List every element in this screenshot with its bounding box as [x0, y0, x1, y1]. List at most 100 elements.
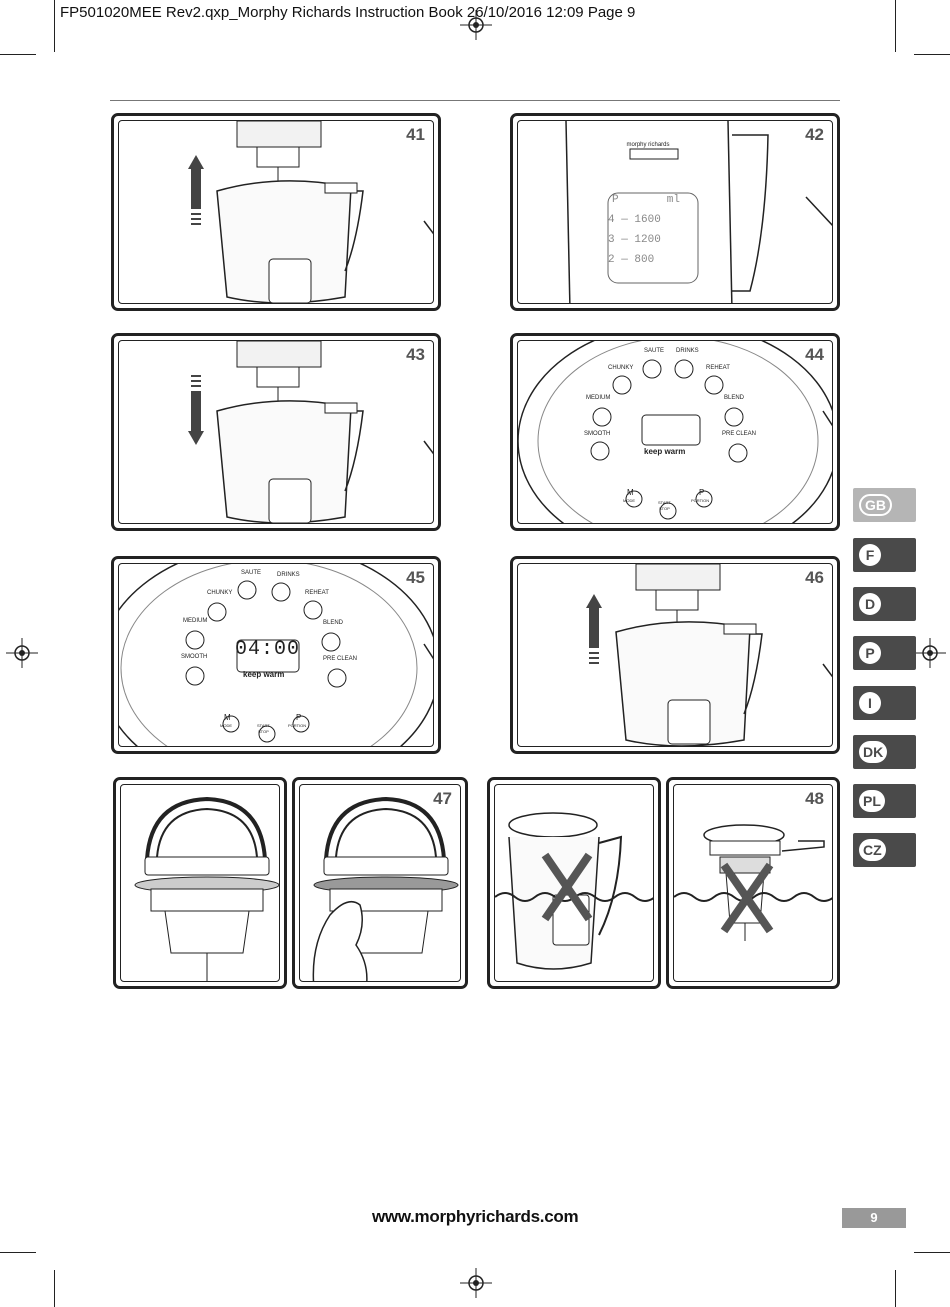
button-label-reheat: REHEAT	[706, 365, 730, 371]
figure-number: 41	[406, 125, 425, 144]
registration-mark-left	[6, 638, 38, 668]
mode-letter: M	[627, 488, 634, 497]
keep-warm-label: keep warm	[243, 670, 285, 679]
crop-mark	[54, 0, 55, 52]
figure-panel-47: 47	[292, 777, 468, 989]
figure-panel-44: 44	[510, 333, 840, 531]
jug-brand-label: morphy richards	[626, 142, 670, 148]
button-label-medium: MEDIUM	[586, 395, 611, 401]
blade-unit-hand-illustration	[312, 796, 459, 981]
figure-number: 43	[406, 345, 425, 364]
figure-number: 48	[805, 789, 824, 808]
figure-number: 47	[433, 789, 452, 808]
figure-panel-46: 46	[510, 556, 840, 754]
registration-mark-right	[914, 638, 946, 668]
jug-lower-illustration	[188, 341, 433, 523]
figure-panel-41: 41	[111, 113, 441, 311]
footer-url[interactable]: www.morphyrichards.com	[372, 1207, 579, 1226]
jug-label-row: 3 — 1200	[608, 234, 661, 246]
portion-letter: P	[296, 713, 302, 722]
control-panel-illustration	[518, 341, 832, 523]
figure-number: 45	[406, 568, 425, 587]
mode-label: MODE	[220, 723, 232, 728]
portion-label: PORTION	[288, 723, 307, 728]
crop-mark	[895, 0, 896, 52]
figure-number: 42	[805, 125, 824, 144]
button-label-chunky: CHUNKY	[207, 590, 233, 596]
button-label-chunky: CHUNKY	[608, 365, 634, 371]
language-tab-label: P	[859, 642, 881, 664]
jug-closeup-illustration	[565, 121, 832, 303]
button-label-blend: BLEND	[724, 395, 745, 401]
button-label-smooth: SMOOTH	[584, 431, 611, 437]
figure-panel-45: 45	[111, 556, 441, 754]
jug-label-row: 4 — 1600	[608, 214, 661, 226]
mode-label: MODE	[623, 498, 635, 503]
language-tab-label: D	[859, 593, 881, 615]
language-tab-gb[interactable]: GB	[853, 488, 916, 522]
button-label-drinks: DRINKS	[277, 572, 300, 578]
language-tab-p[interactable]: P	[853, 636, 916, 670]
language-tab-d[interactable]: D	[853, 587, 916, 621]
mode-letter: M	[224, 713, 231, 722]
jug-label-p: P	[612, 194, 619, 206]
blade-unit-illustration	[134, 796, 279, 981]
header-rule	[110, 100, 840, 101]
stop-label: STOP	[659, 506, 670, 511]
language-tab-i[interactable]: I	[853, 686, 916, 720]
figure-number: 46	[805, 568, 824, 587]
jug-lift-illustration	[188, 121, 433, 303]
button-label-saute: SAUTE	[241, 570, 262, 576]
language-tab-label: F	[859, 544, 881, 566]
jug-lift-full-illustration	[586, 564, 832, 746]
stop-label: STOP	[258, 729, 269, 734]
figure-panel-48-left	[487, 777, 661, 989]
start-label: START	[257, 723, 270, 728]
registration-mark-bottom	[460, 1268, 492, 1298]
language-tab-dk[interactable]: DK	[853, 735, 916, 769]
button-label-reheat: REHEAT	[305, 590, 329, 596]
crop-mark	[914, 1252, 950, 1253]
figure-panel-43: 43	[111, 333, 441, 531]
button-label-drinks: DRINKS	[676, 348, 699, 354]
portion-letter: P	[699, 488, 705, 497]
figure-number: 44	[805, 345, 824, 364]
language-tab-label: I	[859, 692, 881, 714]
control-panel-display-illustration	[119, 564, 433, 746]
control-panel-45-text: SAUTE DRINKS CHUNKY REHEAT MEDIUM BLEND …	[111, 556, 441, 754]
start-label: START	[658, 500, 671, 505]
page-number: 9	[842, 1208, 906, 1228]
crop-mark	[914, 54, 950, 55]
portion-label: PORTION	[691, 498, 710, 503]
no-immerse-blade-illustration	[674, 824, 832, 941]
button-label-saute: SAUTE	[644, 348, 665, 354]
crop-mark	[0, 54, 36, 55]
language-tab-label: GB	[859, 494, 892, 516]
keep-warm-label: keep warm	[644, 447, 686, 456]
language-tab-label: DK	[859, 741, 888, 763]
language-tab-label: CZ	[859, 839, 886, 861]
button-label-pre-clean: PRE CLEAN	[323, 656, 358, 662]
crop-mark	[0, 1252, 36, 1253]
language-tab-label: PL	[859, 790, 885, 812]
jug-label-ml: ml	[666, 194, 680, 206]
button-label-medium: MEDIUM	[183, 618, 208, 624]
button-label-smooth: SMOOTH	[181, 654, 208, 660]
button-label-blend: BLEND	[323, 620, 344, 626]
registration-mark-top	[460, 10, 492, 40]
language-tab-f[interactable]: F	[853, 538, 916, 572]
language-tab-pl[interactable]: PL	[853, 784, 916, 818]
figure-panel-42: 42	[510, 113, 840, 311]
language-tab-cz[interactable]: CZ	[853, 833, 916, 867]
figure-panel-47-left	[113, 777, 287, 989]
slug-line: FP501020MEE Rev2.qxp_Morphy Richards Ins…	[60, 4, 636, 21]
timer-display: 04:00	[235, 638, 301, 661]
crop-mark	[895, 1270, 896, 1307]
jug-label-row: 2 — 800	[608, 254, 655, 266]
crop-mark	[54, 1270, 55, 1307]
no-immerse-jug-illustration	[495, 812, 653, 970]
control-panel-44-text: SAUTE DRINKS CHUNKY REHEAT MEDIUM BLEND …	[510, 333, 840, 531]
button-label-pre-clean: PRE CLEAN	[722, 431, 757, 437]
figure-panel-48: 48	[666, 777, 840, 989]
